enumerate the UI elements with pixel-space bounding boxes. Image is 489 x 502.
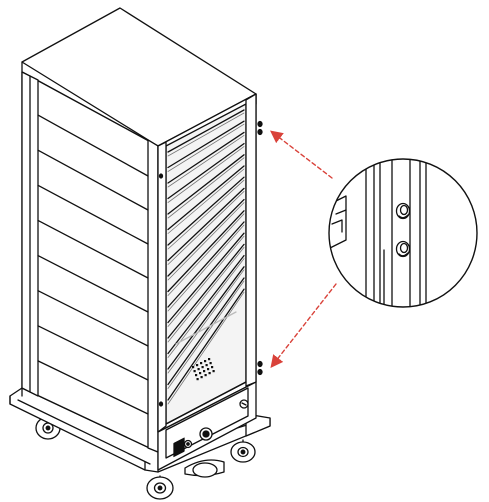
tray-slide <box>167 131 245 184</box>
vent-hole <box>209 362 212 365</box>
panel-seam <box>37 219 149 279</box>
tray-slide-edge <box>167 146 245 203</box>
tray-slide-edge <box>167 123 245 172</box>
panel-seam <box>37 254 149 313</box>
vent-hole <box>200 376 203 379</box>
panel-seam <box>37 360 149 415</box>
vent-hole <box>203 370 206 373</box>
tray-slide <box>167 109 245 153</box>
hinge-pins <box>158 120 263 407</box>
caster-rear-right <box>230 439 256 463</box>
side-panel-seams <box>37 114 149 415</box>
thermostat-dial <box>239 399 249 409</box>
cabinet-front <box>157 93 257 433</box>
caster-center <box>184 459 225 478</box>
vent-hole <box>192 366 195 369</box>
tray-slide-edge <box>167 269 245 374</box>
tray-slide <box>167 165 245 231</box>
control-box <box>157 381 257 471</box>
vent-hole <box>204 360 207 363</box>
vent-hole <box>196 364 199 367</box>
tray-slide <box>167 266 245 370</box>
tray-slide-edge <box>167 168 245 234</box>
tray-slide <box>167 142 245 200</box>
tray-slide-edge <box>167 291 245 405</box>
vent-hole <box>204 374 207 377</box>
arrow-to-upper-hinge <box>270 130 333 179</box>
tray-slide-edge <box>167 134 245 188</box>
tray-slide <box>167 176 245 246</box>
arrow-to-lower-hinge <box>270 283 337 368</box>
vent-hole <box>208 358 211 361</box>
tray-slide-edge <box>167 235 245 327</box>
vent-hole <box>208 372 211 375</box>
tray-slide <box>167 221 245 308</box>
tray-slide-edge <box>167 202 245 281</box>
tray-slide <box>167 254 245 355</box>
vent-hole <box>212 370 215 373</box>
tray-slide-edge <box>167 179 245 250</box>
tray-slide-edge <box>167 112 245 157</box>
tray-slide <box>167 288 245 401</box>
vent-hole <box>211 366 214 369</box>
vent-hole <box>200 362 203 365</box>
tray-slide-edge <box>167 224 245 312</box>
upper-hinge-pin <box>257 120 263 136</box>
tray-slide-edge <box>167 157 245 219</box>
vent-hole <box>195 374 198 377</box>
tray-slide-edge <box>167 280 245 389</box>
tray-slide <box>167 243 245 339</box>
tray-slide-edge <box>167 246 245 343</box>
control-knob <box>199 427 213 441</box>
vent-hole <box>205 364 208 367</box>
callout-arrows <box>270 130 337 368</box>
vent-hole <box>201 366 204 369</box>
vent-grid <box>192 358 215 381</box>
tray-slide-edge <box>167 190 245 265</box>
tray-slides <box>167 109 245 405</box>
tray-slide <box>167 198 245 277</box>
detail-circle <box>328 158 478 308</box>
vent-hole <box>196 378 199 381</box>
hinge-detail-callout <box>328 158 478 308</box>
indicator-light <box>183 439 193 449</box>
detail-upper-pin <box>395 202 411 220</box>
tray-slide <box>167 232 245 324</box>
tray-slide <box>167 120 245 169</box>
panel-seam <box>37 325 149 381</box>
tray-slide-edge <box>167 213 245 296</box>
panel-seam <box>37 290 149 347</box>
detail-lower-pin <box>395 240 411 258</box>
tray-slide <box>167 154 245 215</box>
tray-slide <box>167 187 245 262</box>
lower-hinge-pin <box>257 360 263 376</box>
vent-hole <box>197 368 200 371</box>
vent-hole <box>207 368 210 371</box>
panel-seam <box>37 114 149 177</box>
tray-slide <box>167 210 245 293</box>
caster-front-right <box>146 475 174 500</box>
panel-seam <box>37 184 149 245</box>
casters <box>35 411 256 500</box>
vent-hole <box>193 370 196 373</box>
panel-seam <box>37 149 149 211</box>
vent-hole <box>199 372 202 375</box>
tray-slide <box>167 277 245 386</box>
